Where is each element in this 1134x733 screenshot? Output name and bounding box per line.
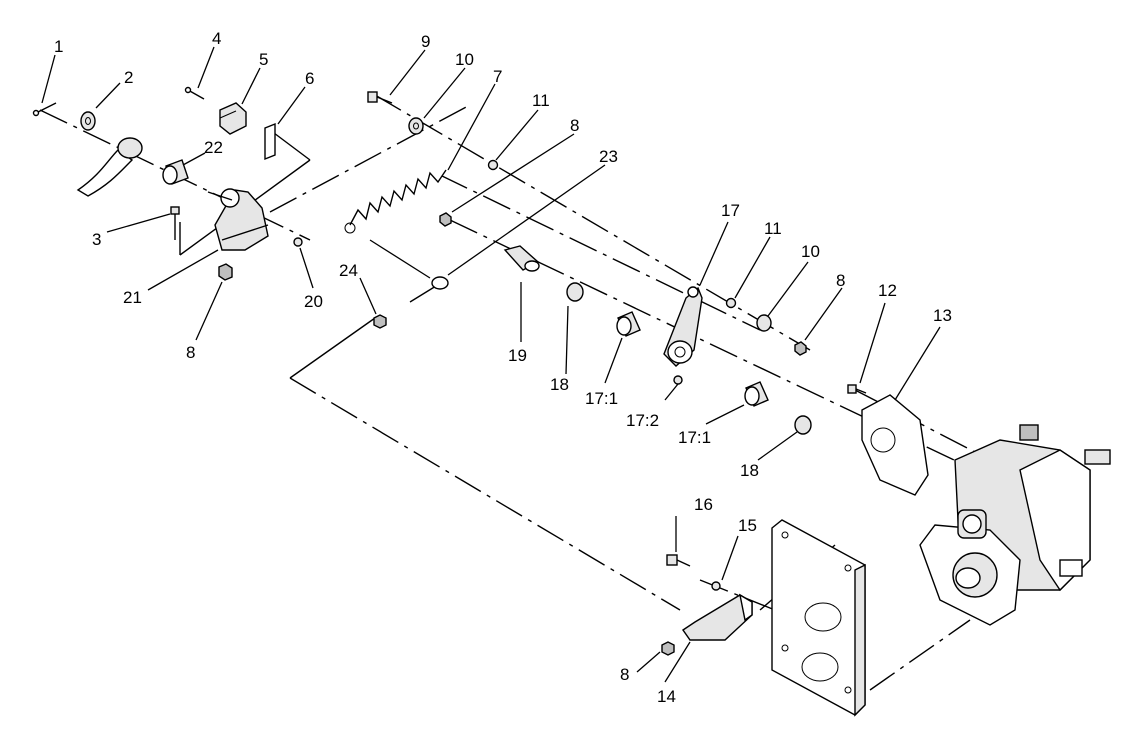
part-18-washer: [566, 282, 584, 302]
callout-8-bracket: 8: [620, 665, 629, 684]
callout-17-1-right: 17:1: [678, 428, 711, 447]
part-21-bracket: [207, 188, 269, 251]
callout-10-pump: 10: [801, 242, 820, 261]
pedal-rod: [76, 137, 143, 197]
callout-23: 23: [599, 147, 618, 166]
callout-1: 1: [54, 37, 63, 56]
callout-3: 3: [92, 230, 101, 249]
callout-11-top: 11: [532, 91, 550, 110]
part-24-nut: [373, 314, 387, 329]
part-17-1-bushing-b: [744, 381, 769, 407]
callout-18-right: 18: [740, 461, 759, 480]
callout-16: 16: [694, 495, 713, 514]
part-7-spring: [349, 169, 447, 226]
callout-labels: 1 2 3 4 5 6 7 8 8 8 8 9 10 10 11 11 12 1…: [54, 29, 952, 706]
callout-5: 5: [259, 50, 268, 69]
callout-12: 12: [878, 281, 897, 300]
part-22-bushing: [162, 159, 189, 185]
callout-8-right-top: 8: [570, 116, 579, 135]
callout-20: 20: [304, 292, 323, 311]
callout-2: 2: [124, 68, 133, 87]
part-11-lockwasher-b: [725, 297, 737, 309]
part-19-stud: [503, 245, 540, 272]
callout-22: 22: [204, 138, 223, 157]
part-17-1-bushing: [616, 311, 641, 337]
part-14-bracket: [682, 593, 753, 641]
hydraulic-pump: [919, 424, 1111, 626]
part-17-2-setscrew: [673, 375, 683, 385]
part-10-washer: [408, 117, 424, 135]
part-3-bolt: [170, 206, 180, 240]
callout-15: 15: [738, 516, 757, 535]
part-16-bolt: [666, 554, 691, 567]
part-2-washer: [80, 111, 96, 131]
callout-14: 14: [657, 687, 676, 706]
callout-9: 9: [421, 32, 430, 51]
callout-13: 13: [933, 306, 952, 325]
callout-8-left: 8: [186, 343, 195, 362]
callout-17-1-left: 17:1: [585, 389, 618, 408]
part-8-nut-c: [794, 341, 807, 356]
part-8-nut-d: [661, 641, 675, 656]
mounting-plate: [771, 519, 866, 717]
part-13-gasket: [861, 394, 929, 496]
callout-11-pump: 11: [764, 219, 782, 238]
part-15-washer: [711, 581, 721, 591]
callout-24: 24: [339, 261, 358, 280]
part-5-block: [219, 102, 247, 135]
part-9-bolt: [367, 91, 393, 104]
part-4-screw: [184, 86, 205, 100]
leader-lines: [41, 46, 941, 683]
part-8-nut-b: [439, 212, 452, 227]
callout-7: 7: [493, 67, 502, 86]
callout-21: 21: [123, 288, 142, 307]
part-10-washer-b: [756, 314, 772, 332]
callout-17-2: 17:2: [626, 411, 659, 430]
callout-8-pump: 8: [836, 271, 845, 290]
callout-4: 4: [212, 29, 221, 48]
part-1-cotter-pin: [32, 102, 57, 117]
part-18-washer-b: [794, 415, 812, 435]
callout-6: 6: [305, 69, 314, 88]
callout-10-top: 10: [455, 50, 474, 69]
part-20-nut: [293, 237, 303, 247]
part-11-lockwasher: [487, 159, 499, 171]
part-6-plate: [264, 122, 276, 161]
part-12-bolt: [847, 384, 867, 394]
callout-17: 17: [721, 201, 740, 220]
part-17-pump-lever: [663, 286, 703, 367]
part-8-nut: [218, 263, 233, 281]
callout-18-left: 18: [550, 375, 569, 394]
part-23-eyebolt: [409, 276, 449, 303]
callout-19: 19: [508, 346, 527, 365]
